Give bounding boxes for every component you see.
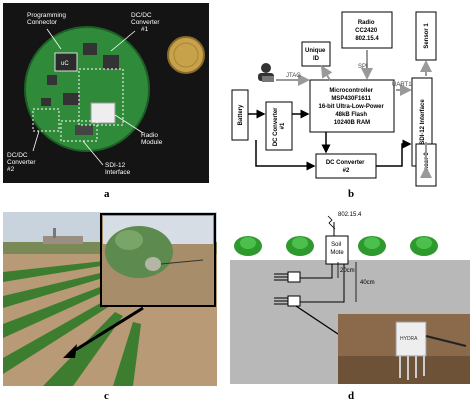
crop-rows bbox=[3, 260, 141, 386]
panel-c bbox=[3, 212, 217, 386]
uid-arrow bbox=[320, 65, 333, 81]
signal-icon bbox=[327, 215, 336, 230]
radio-text: Radio CC2420 802.15.4 bbox=[355, 20, 379, 42]
dcdc2-label: DC/DC Converter #2 bbox=[7, 152, 37, 173]
battery-text: Battery bbox=[238, 104, 244, 125]
panel-b-diagram: Radio CC2420 802.15.4 Unique ID Microcon… bbox=[231, 11, 437, 187]
panel-d-diagram: 802.15.4 Soil Mote 20cm 40cm bbox=[230, 212, 470, 384]
panel-b-caption: b bbox=[348, 188, 355, 200]
microcontroller-text: Microcontroller MSP430F1611 16-bit Ultra… bbox=[318, 88, 385, 126]
dc-converter-1-text: DC Converter #1 bbox=[273, 106, 286, 146]
dc-converter-2-text: DC Converter #2 bbox=[326, 160, 366, 174]
programming-connector-label: Programming Connector bbox=[27, 12, 68, 26]
cable-shallow bbox=[300, 264, 333, 279]
sdi12-label: SDI-12 Interface bbox=[105, 162, 131, 176]
panel-c-caption: c bbox=[104, 390, 109, 402]
unique-id-text: Unique ID bbox=[305, 48, 327, 62]
sensor-1-text: Sensor 1 bbox=[424, 23, 430, 49]
jtag-label: JTAG bbox=[286, 73, 301, 79]
soil-mote-box bbox=[325, 235, 349, 265]
lettuce-row bbox=[234, 236, 438, 256]
uart1-label: UART1 bbox=[392, 82, 412, 88]
radio-outline bbox=[78, 68, 124, 126]
panel-a-image: Programming Connector DC/DC Converter #1… bbox=[3, 3, 209, 183]
panel-d-caption: d bbox=[348, 390, 355, 402]
coin bbox=[167, 36, 205, 74]
cable-deep bbox=[300, 264, 345, 303]
sensor-shallow bbox=[274, 271, 301, 283]
panel-d: 802.15.4 Soil Mote 20cm 40cm bbox=[226, 206, 472, 384]
microcontroller-box bbox=[309, 79, 395, 133]
dcdc2-outline bbox=[32, 108, 60, 132]
pointer-arrow bbox=[68, 306, 144, 356]
sensor-deep bbox=[274, 295, 301, 307]
uc-label: uC bbox=[61, 61, 69, 67]
depth-20cm: 20cm bbox=[340, 268, 355, 274]
radio-box bbox=[341, 11, 393, 49]
battery-box bbox=[231, 89, 249, 141]
protocol-label: 802.15.4 bbox=[338, 212, 362, 218]
dcdc1-label: DC/DC Converter #1 bbox=[131, 12, 161, 33]
hydra-probe bbox=[395, 321, 427, 357]
panel-b: Radio CC2420 802.15.4 Unique ID Microcon… bbox=[226, 4, 472, 190]
radio-module-box bbox=[90, 102, 116, 124]
dc-converter-2-box bbox=[315, 153, 377, 179]
spi-label: SPI bbox=[358, 64, 368, 70]
panel-a: Programming Connector DC/DC Converter #1… bbox=[3, 3, 209, 183]
panel-c-photo bbox=[3, 212, 217, 386]
soil-mote-text: Soil Mote bbox=[330, 242, 344, 256]
sdi12-text: SDI-12 Interface bbox=[420, 99, 426, 145]
dc2-sdi12-arrow bbox=[376, 139, 412, 167]
battery-dc2-arrow bbox=[255, 140, 316, 171]
uc-chip bbox=[54, 52, 78, 72]
dc-converter-1-box bbox=[265, 101, 293, 151]
detail-arrow bbox=[295, 305, 339, 335]
radio-module-label: Radio Module bbox=[141, 132, 163, 146]
depth-40cm: 40cm bbox=[360, 280, 375, 286]
panel-a-caption: a bbox=[104, 188, 110, 200]
mote-enclosure bbox=[145, 257, 161, 271]
hydra-label: HYDRA bbox=[400, 336, 418, 342]
unique-id-box bbox=[301, 41, 331, 67]
user-icon bbox=[258, 63, 274, 82]
